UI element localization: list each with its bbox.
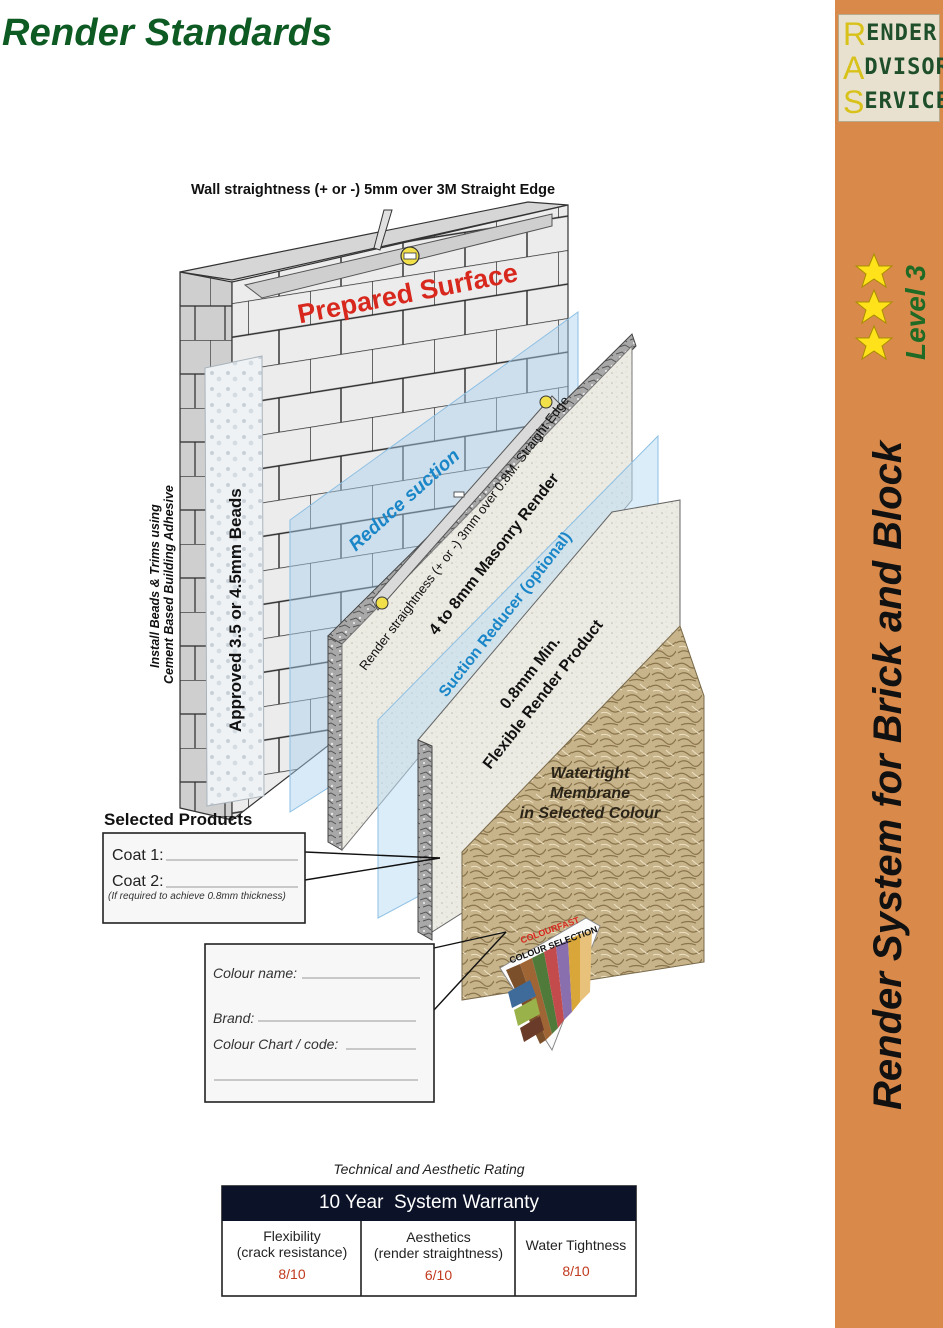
logo-row-service: SERVICE [843, 84, 943, 120]
star-icon [854, 252, 894, 289]
star-icon [854, 288, 894, 325]
brand-label: Brand: [213, 1010, 255, 1026]
beads-instruction-line2: Cement Based Building Adhesive [162, 485, 176, 684]
rating-value: 8/10 [278, 1266, 306, 1282]
colour-fan-icon [499, 917, 601, 1052]
beads-label: Approved 3.5 or 4.5mm Beads [226, 488, 245, 732]
rating-value: 6/10 [424, 1267, 453, 1283]
colour-chart-label: Colour Chart / code: [213, 1036, 339, 1052]
rating-caption: Technical and Aesthetic Rating [333, 1161, 525, 1177]
rating-aesthetics: Aesthetics (render straightness) 6/10 [363, 1229, 514, 1283]
sidebar-title: Render System for Brick and Block [866, 440, 910, 1110]
coat2-note: (If required to achieve 0.8mm thickness) [108, 891, 286, 902]
sidebar [835, 0, 943, 1328]
logo-row-advisory: ADVISORY [843, 50, 943, 86]
rating-flexibility: Flexibility (crack resistance) 8/10 [224, 1228, 360, 1282]
coat1-label: Coat 1: [112, 847, 164, 864]
rating-value: 8/10 [562, 1263, 590, 1279]
page-title: Render Standards [2, 12, 333, 54]
rating-water-tightness: Water Tightness 8/10 [517, 1237, 635, 1279]
selected-products-heading: Selected Products [104, 810, 253, 829]
level-label: Level 3 [900, 265, 931, 360]
level-stars [854, 252, 894, 361]
star-icon [854, 324, 894, 361]
colour-name-label: Colour name: [213, 965, 298, 981]
warranty-header: 10 Year System Warranty [318, 1192, 539, 1213]
coat2-label: Coat 2: [112, 873, 164, 890]
render-system-diagram [102, 201, 705, 1297]
wall-straightness-label: Wall straightness (+ or -) 5mm over 3M S… [191, 182, 556, 198]
logo-row-render: RENDER [843, 16, 938, 52]
ras-logo: RENDER ADVISORY SERVICE [838, 14, 943, 122]
beads-instruction-line1: Install Beads & Trims using [148, 504, 162, 668]
membrane-label: Watertight Membrane in Selected Colour [519, 765, 661, 822]
